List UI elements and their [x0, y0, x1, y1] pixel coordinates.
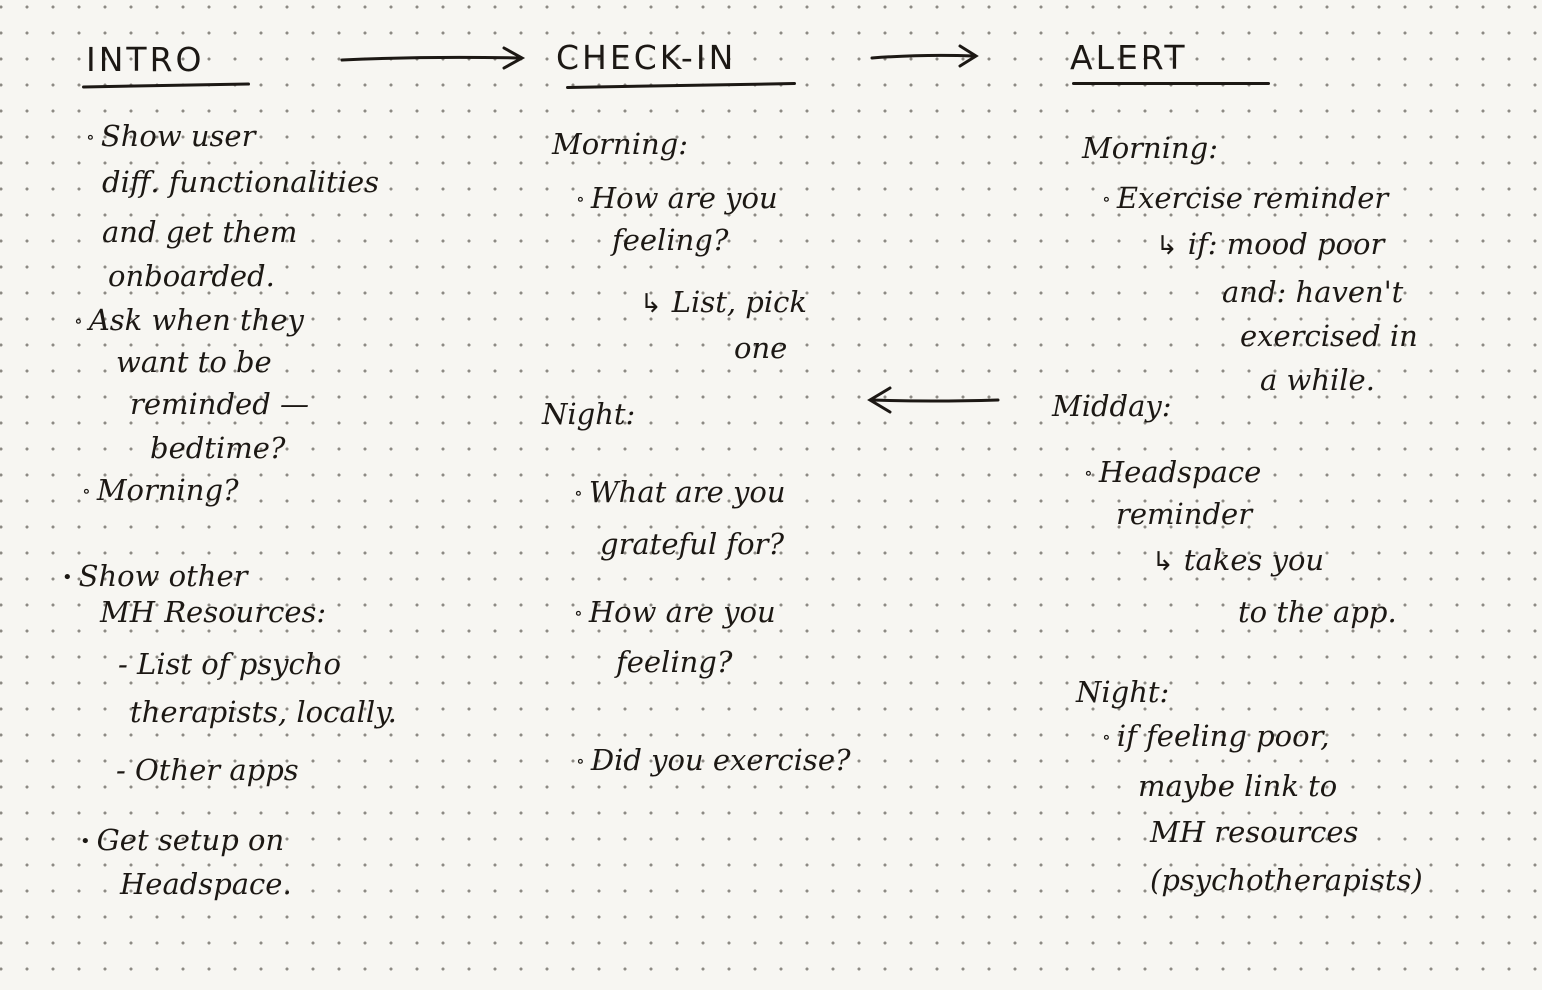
- alert-line: to the app.: [1238, 595, 1397, 629]
- bullet-icon: •: [62, 567, 73, 588]
- alert-line: ∘Headspace: [1084, 455, 1262, 489]
- hook-arrow-icon: ↳: [1156, 231, 1178, 261]
- intro-line: ∘Ask when they: [74, 303, 304, 337]
- bullet-icon: ∘: [1102, 189, 1111, 210]
- checkin-line: one: [734, 331, 788, 365]
- alert-line: ∘if feeling poor,: [1102, 719, 1330, 753]
- alert-morning-label: Morning:: [1082, 131, 1218, 165]
- intro-line: and get them: [102, 215, 298, 249]
- checkin-line: ∘What are you: [574, 475, 786, 509]
- alert-midday-label: Midday:: [1052, 389, 1172, 423]
- checkin-morning-label: Morning:: [552, 127, 688, 161]
- checkin-line: ∘Did you exercise?: [576, 743, 851, 777]
- hook-arrow-icon: ↳: [1152, 547, 1174, 577]
- alert-line: ↳if: mood poor: [1156, 227, 1385, 261]
- arrow-midday-to-night: [867, 386, 1000, 414]
- intro-heading: INTRO: [86, 40, 205, 79]
- bullet-icon: ∘: [574, 483, 583, 504]
- bullet-icon: ∘: [574, 603, 583, 624]
- alert-line: maybe link to: [1138, 769, 1338, 803]
- intro-line: reminded —: [130, 387, 309, 421]
- bullet-icon: ∘: [86, 127, 95, 148]
- checkin-heading: CHECK-IN: [556, 38, 737, 77]
- checkin-line: feeling?: [616, 645, 733, 679]
- intro-line: •Get setup on: [80, 823, 285, 857]
- intro-line: ∘Show user: [86, 119, 256, 153]
- intro-line: Headspace.: [120, 867, 292, 901]
- alert-line: ∘Exercise reminder: [1102, 181, 1389, 215]
- alert-line: ↳takes you: [1152, 543, 1325, 577]
- intro-line: onboarded.: [108, 259, 275, 293]
- checkin-line: feeling?: [612, 223, 729, 257]
- alert-line: a while.: [1260, 363, 1375, 397]
- intro-line: therapists, locally.: [130, 695, 397, 729]
- intro-line: bedtime?: [150, 431, 286, 465]
- checkin-line: ↳List, pick: [640, 285, 807, 319]
- intro-line: diff. functionalities: [102, 165, 380, 199]
- alert-night-label: Night:: [1076, 675, 1170, 709]
- alert-underline: [1072, 82, 1270, 85]
- bullet-icon: ∘: [1102, 727, 1111, 748]
- intro-line: •Show other: [62, 559, 248, 593]
- checkin-night-label: Night:: [542, 397, 636, 431]
- intro-line: ∘Morning?: [82, 473, 239, 507]
- bullet-icon: ∘: [576, 751, 585, 772]
- alert-line: (psychotherapists): [1150, 863, 1423, 897]
- checkin-underline: [565, 81, 797, 90]
- bullet-icon: •: [80, 831, 91, 852]
- bullet-icon: ∘: [82, 481, 91, 502]
- intro-line: MH Resources:: [100, 595, 327, 629]
- intro-line: - List of psycho: [118, 647, 341, 681]
- intro-underline: [81, 82, 251, 89]
- checkin-line: ∘How are you: [574, 595, 776, 629]
- bullet-icon: ∘: [576, 189, 585, 210]
- arrow-intro-to-checkin: [340, 46, 526, 70]
- alert-line: and: haven't: [1222, 275, 1404, 309]
- checkin-line: ∘How are you: [576, 181, 778, 215]
- bullet-icon: ∘: [74, 311, 83, 332]
- alert-line: MH resources: [1150, 815, 1359, 849]
- intro-line: - Other apps: [116, 753, 299, 787]
- checkin-line: grateful for?: [600, 527, 785, 561]
- hook-arrow-icon: ↳: [640, 289, 662, 319]
- intro-line: want to be: [116, 345, 272, 379]
- alert-line: reminder: [1116, 497, 1253, 531]
- alert-heading: ALERT: [1070, 38, 1188, 77]
- bullet-icon: ∘: [1084, 463, 1093, 484]
- alert-line: exercised in: [1240, 319, 1418, 353]
- arrow-checkin-to-alert: [870, 44, 979, 68]
